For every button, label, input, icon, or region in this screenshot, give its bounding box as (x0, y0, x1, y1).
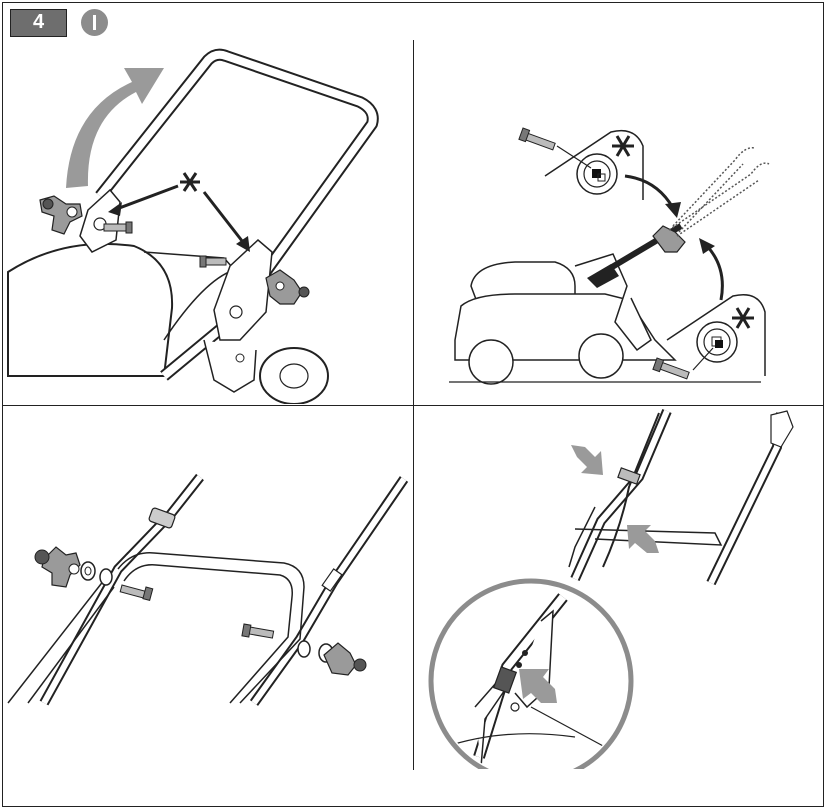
mower-body (8, 244, 172, 376)
right-bracket (214, 240, 272, 340)
handle-alt-position-2 (673, 148, 755, 226)
mower-rear-wheel (579, 334, 623, 378)
asterisk-marker-upper (612, 136, 634, 156)
panel-handle-height (415, 40, 823, 404)
curved-arrow-up (707, 246, 722, 300)
washer-left (81, 562, 95, 580)
asterisk-marker (180, 173, 200, 191)
panel-cable-routing (415, 407, 823, 769)
info-icon (81, 9, 108, 36)
star-knob-left (35, 547, 80, 587)
rear-wheel (260, 348, 328, 404)
washer-right (298, 641, 310, 657)
bolt-upper (519, 128, 555, 150)
panel-raise-handle (4, 40, 412, 404)
mower-front-wheel (469, 340, 513, 384)
step-number-badge: 4 (10, 9, 67, 37)
curved-arrow-down (625, 176, 673, 208)
handle-alt-position-1 (669, 163, 769, 230)
panel-assemble-handle (4, 407, 412, 769)
bolt-lower (653, 358, 689, 379)
bolt-left (120, 585, 153, 600)
panel-divider-horizontal (3, 405, 824, 406)
press-arrow-icon-2 (627, 525, 659, 553)
star-knob-left (40, 196, 82, 234)
pointer-arrow-right (204, 192, 246, 246)
press-arrow-icon-1 (571, 445, 603, 475)
bolt-right (242, 624, 274, 638)
star-knob-right (266, 270, 309, 304)
bolt-left (104, 222, 132, 233)
bolt-right (200, 256, 226, 267)
pointer-arrow-left (114, 186, 178, 210)
asterisk-marker-lower (732, 308, 754, 328)
